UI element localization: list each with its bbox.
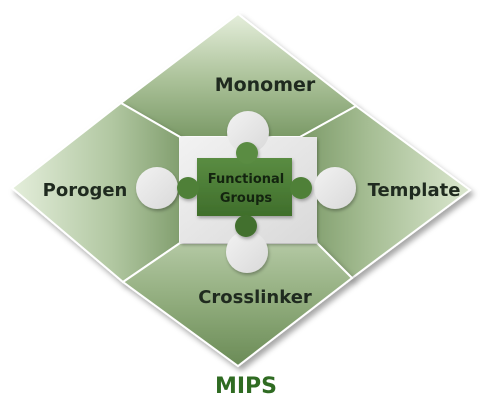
diagram-title: MIPS — [215, 374, 277, 399]
center-label-line1: Functional — [208, 172, 285, 187]
center-puzzle-piece — [177, 142, 312, 237]
center-label-line2: Groups — [220, 191, 273, 206]
label-template: Template — [368, 180, 461, 201]
label-porogen: Porogen — [43, 180, 128, 201]
label-monomer: Monomer — [215, 74, 316, 96]
label-crosslinker: Crosslinker — [198, 287, 312, 308]
